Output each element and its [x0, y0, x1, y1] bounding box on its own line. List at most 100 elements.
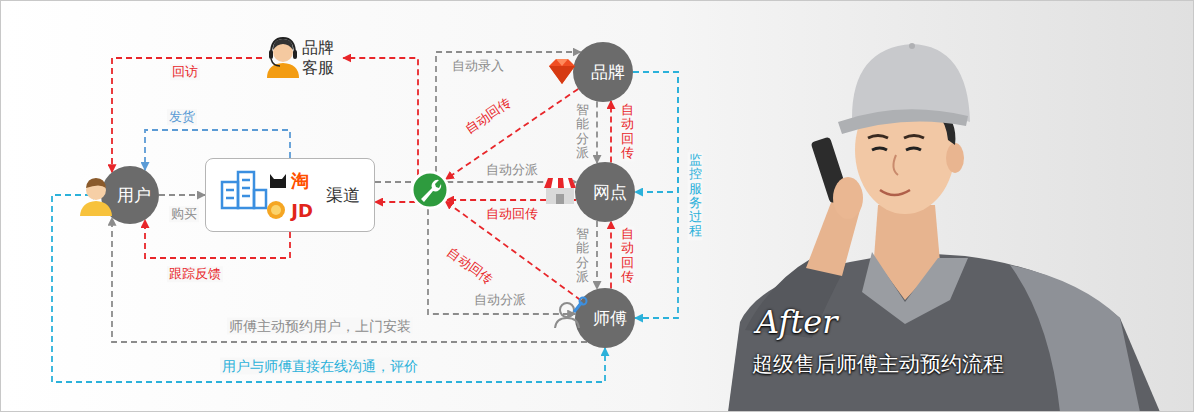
edge-label: 自动分派 — [484, 162, 540, 178]
edge-label: 自动录入 — [450, 58, 506, 74]
user-icon — [80, 178, 112, 216]
node-label: 渠道 — [326, 184, 360, 207]
logo-disc — [412, 172, 448, 208]
edge-label: 回访 — [170, 64, 200, 80]
edge-label: 跟踪反馈 — [167, 266, 223, 282]
connectors — [52, 52, 678, 382]
lion-icon — [271, 205, 281, 215]
circle-fill — [575, 162, 635, 222]
user-icon — [86, 178, 106, 188]
outlet-circle: 网点 — [575, 162, 635, 222]
agent-icon — [267, 63, 299, 78]
worker-figure — [862, 252, 968, 324]
edge-label: 发货 — [167, 109, 197, 125]
agent-icon — [293, 50, 297, 59]
shop-icon — [556, 194, 564, 204]
building-icon — [254, 190, 266, 208]
worker-figure — [838, 109, 968, 134]
edge-label: 购买 — [169, 206, 199, 222]
edge-label: 师傅主动预约用户，上门安装 — [227, 318, 413, 335]
worker-figure — [893, 155, 898, 175]
edge-label: 自动分派 — [472, 292, 528, 308]
logo-text: JD — [291, 200, 313, 222]
technician-icon — [580, 298, 587, 305]
flow-connector — [159, 194, 205, 196]
edge-label: 监控服务过程 — [688, 152, 703, 240]
worker-figure — [872, 148, 887, 150]
worker-figure — [906, 148, 921, 150]
logo-text: 淘 — [291, 170, 309, 192]
flow-connector — [375, 181, 413, 183]
node-label: 师傅 — [593, 307, 627, 330]
flow-connector — [436, 52, 581, 172]
flow-connector — [428, 209, 575, 314]
building-icon — [222, 172, 266, 208]
building-icon — [222, 182, 238, 208]
shop-icon — [544, 178, 576, 188]
agent-icon — [267, 38, 299, 78]
worker-figure — [833, 177, 863, 219]
flow-connector — [375, 201, 415, 203]
flow-connector — [446, 89, 579, 179]
edge-label: 自动回传 — [460, 94, 515, 138]
worker-figure — [1010, 265, 1140, 412]
worker-figure — [728, 252, 1160, 412]
technician-icon — [555, 298, 587, 329]
edge-label: 自动回传 — [620, 102, 635, 161]
flow-connector — [112, 218, 587, 342]
gem-icon — [549, 59, 575, 84]
shop-icon — [544, 178, 576, 188]
agent-icon — [269, 50, 273, 59]
shop-icon — [546, 188, 574, 204]
technician-icon — [560, 303, 574, 317]
flow-connector — [610, 221, 612, 288]
lion-icon — [267, 201, 285, 219]
lion-icon — [267, 201, 285, 219]
node-label: 网点 — [593, 181, 627, 204]
technician-icon — [555, 318, 579, 328]
agent-icon — [271, 59, 280, 66]
circle-fill — [575, 288, 635, 348]
flow-connector — [112, 58, 262, 172]
flow-connector — [445, 201, 580, 300]
mall-cat-icon — [270, 174, 286, 188]
agent-icon — [271, 38, 295, 54]
worker-figure — [868, 136, 888, 139]
banner-caption: 超级售后师傅主动预约流程 — [752, 352, 1004, 377]
edge-label: 智能分派 — [575, 102, 590, 161]
node-label: 用户 — [117, 184, 151, 207]
worker-figure — [904, 136, 924, 139]
edge-label: 自动回传 — [443, 243, 497, 289]
user-icon — [80, 201, 112, 216]
flow-connector — [633, 72, 678, 192]
worker-figure — [946, 143, 964, 173]
platform-logo — [410, 170, 450, 210]
wrench-mark — [421, 180, 441, 202]
node-label: 品牌 客服 — [302, 38, 337, 78]
circle-fill — [573, 42, 633, 102]
gem-icon — [549, 66, 575, 84]
mall-cat-icon — [270, 174, 286, 188]
shop-icon — [544, 178, 576, 204]
edge-label: 用户与师傅直接在线沟通，评价 — [220, 358, 420, 375]
logo-shape — [410, 170, 450, 210]
flow-connector — [596, 101, 598, 163]
gem-icon — [556, 59, 568, 66]
banner-title: After — [756, 303, 837, 341]
worker-figure — [909, 43, 915, 49]
worker-figure — [728, 43, 1160, 412]
node-label: 品牌 — [591, 61, 625, 84]
edge-label: 智能分派 — [575, 226, 590, 285]
building-icon — [226, 180, 250, 198]
flow-connector — [596, 221, 598, 289]
brand-circle: 品牌 — [573, 42, 633, 102]
gem-icon — [549, 59, 575, 84]
building-icon — [238, 172, 254, 208]
edge-label: 自动回传 — [484, 206, 540, 222]
flow-connector — [610, 101, 612, 163]
worker-figure — [880, 190, 910, 195]
channel-box: 渠道 — [205, 158, 375, 232]
